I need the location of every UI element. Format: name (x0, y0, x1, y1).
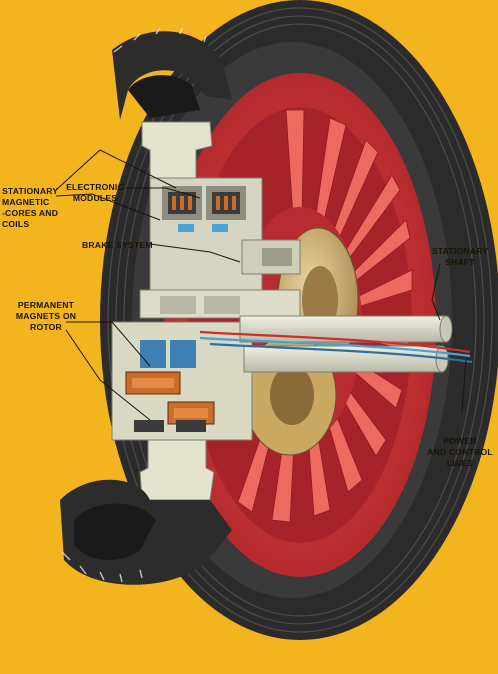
label-permanent-magnets: PERMANENT MAGNETS ON ROTOR (15, 300, 77, 332)
label-electronic-modules: ELECTRONIC MODULES (66, 182, 124, 203)
power-control-lines (199, 330, 473, 364)
label-stationary-cores: STATIONARY MAGNETIC -CORES AND COILS (2, 186, 59, 229)
label-brake-system: BRAKE SYSTEM (82, 240, 153, 250)
label-stationary-shaft: STATIONARY SHAFT (431, 246, 489, 267)
permanent-magnet (134, 420, 164, 432)
stationary-shaft (239, 315, 453, 373)
leader-lines (55, 149, 467, 421)
tire-tread (107, 7, 493, 633)
label-power-control-lines: POWER AND CONTROL LINES (427, 436, 493, 468)
